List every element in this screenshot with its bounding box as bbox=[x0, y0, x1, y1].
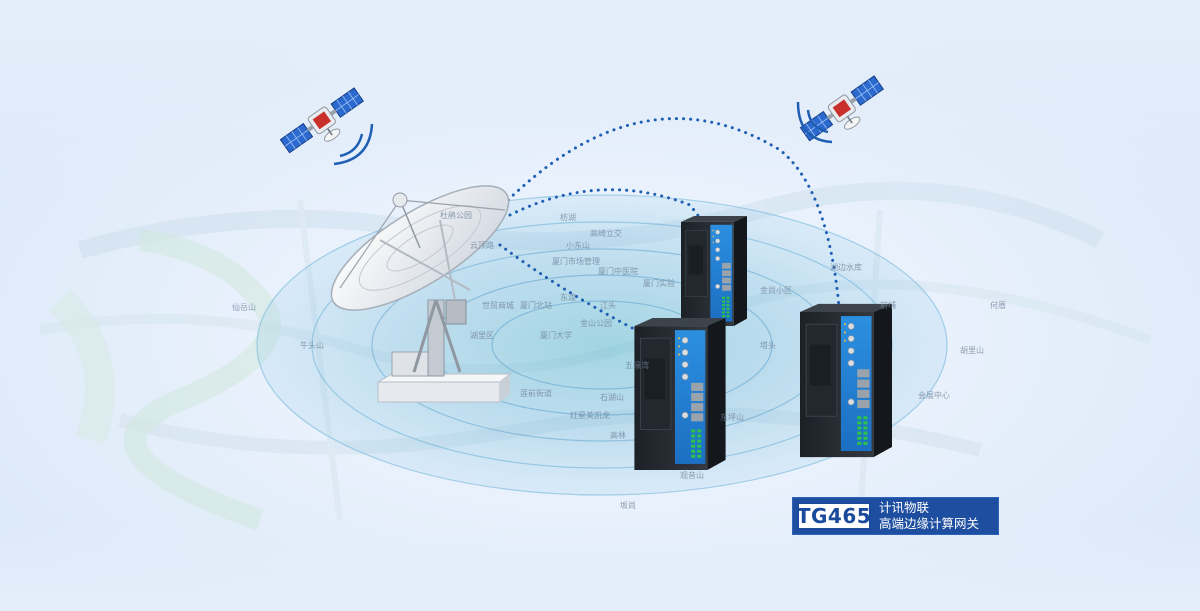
map-label: 湖边水库 bbox=[830, 263, 862, 272]
map-label: 东坪山 bbox=[720, 413, 744, 422]
map-label: 厦门实验 bbox=[643, 279, 675, 288]
map-label: 观音山 bbox=[680, 471, 704, 480]
product-badge: TG465 计讯物联 高端边缘计算网关 bbox=[792, 497, 999, 535]
map-label: 五缘湾 bbox=[625, 361, 649, 370]
map-label: 会展中心 bbox=[918, 391, 950, 400]
map-label: 前埔 bbox=[880, 301, 896, 310]
dotted-links bbox=[496, 117, 842, 332]
map-label: 厦门市场管理 bbox=[552, 257, 600, 266]
map-label: 胡里山 bbox=[960, 346, 984, 355]
map-label: 小东山 bbox=[566, 241, 590, 250]
badge-line-2: 高端边缘计算网关 bbox=[879, 516, 980, 531]
badge-line-1: 计讯物联 bbox=[879, 500, 930, 515]
gateway-front bbox=[634, 318, 726, 470]
badge-model: TG465 bbox=[796, 502, 872, 530]
gateway-top bbox=[681, 216, 747, 326]
satellite-right-icon bbox=[796, 73, 888, 150]
map-label: 塔头 bbox=[760, 341, 776, 350]
map-label: 仙岳山 bbox=[232, 303, 256, 312]
map-label: 高崎立交 bbox=[590, 229, 622, 238]
map-label: 莲前街道 bbox=[520, 389, 552, 398]
map-label: 高林 bbox=[610, 431, 626, 440]
map-label: 金尚小区 bbox=[760, 286, 792, 295]
map-label: 江头 bbox=[600, 301, 616, 310]
link-dish-to-right-gateway bbox=[496, 117, 842, 320]
map-label: 湖里区 bbox=[470, 331, 494, 340]
map-label: 坂尚 bbox=[620, 501, 636, 510]
map-label: 东渡 bbox=[560, 293, 576, 302]
map-label: 厦门北站 bbox=[520, 301, 552, 310]
map-label: 世贸商城 bbox=[482, 301, 514, 310]
map-label: 红星美凯龙 bbox=[570, 411, 610, 420]
link-dish-to-top-gateway bbox=[508, 188, 702, 220]
map-label: 金山公园 bbox=[580, 319, 612, 328]
map-label: 枋湖 bbox=[560, 213, 576, 222]
map-label: 何厝 bbox=[990, 301, 1006, 310]
map-label: 厦门大学 bbox=[540, 331, 572, 340]
map-label: 牛头山 bbox=[300, 341, 324, 350]
map-label: 石湖山 bbox=[600, 393, 624, 402]
map-label: 杜鹃公园 bbox=[440, 211, 472, 220]
link-dish-to-front-gateway bbox=[498, 243, 638, 332]
satellite-left-icon bbox=[278, 85, 374, 166]
map-label: 云顶路 bbox=[470, 241, 494, 250]
badge-text: 计讯物联 高端边缘计算网关 bbox=[879, 500, 979, 532]
gateway-right bbox=[800, 303, 892, 458]
map-label: 厦门中医院 bbox=[598, 267, 638, 276]
satellite-dish-icon bbox=[330, 185, 512, 403]
